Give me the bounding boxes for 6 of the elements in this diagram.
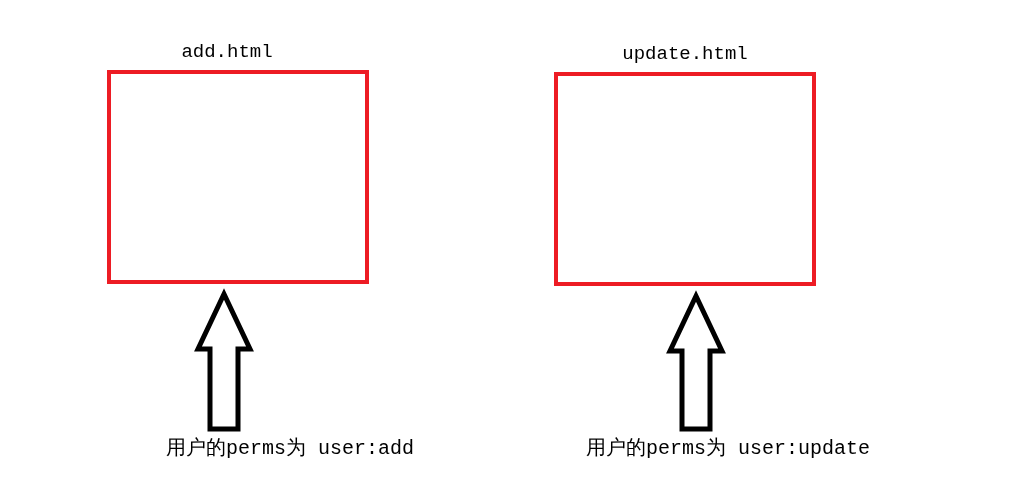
- permission-text: 用户的perms为 user:update: [586, 437, 871, 461]
- page-title: update.html: [621, 43, 749, 65]
- page-title: add.html: [180, 41, 274, 63]
- block-arrow: [666, 290, 726, 432]
- block-arrow: [194, 288, 254, 432]
- permission-text: 用户的perms为 user:add: [166, 437, 415, 461]
